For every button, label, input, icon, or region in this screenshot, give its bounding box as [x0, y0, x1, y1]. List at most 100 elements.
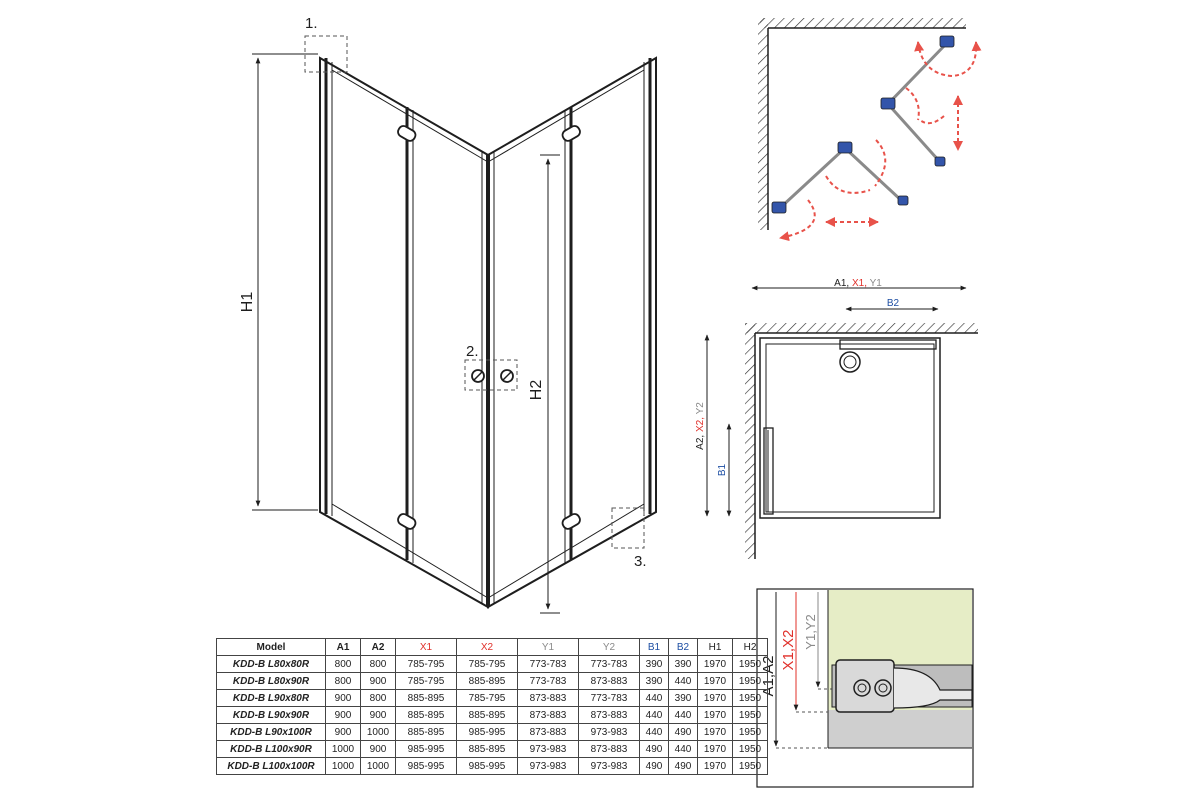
table-cell: 873-883	[578, 740, 640, 758]
callout-1: 1.	[305, 15, 318, 32]
detail-y-label: Y1,Y2	[803, 614, 818, 649]
table-cell: 1970	[697, 706, 733, 724]
model-cell: KDD-B L100x90R	[216, 740, 326, 758]
detail-view: A1,A2 X1,X2 Y1,Y2	[756, 588, 974, 788]
model-cell: KDD-B L80x90R	[216, 672, 326, 690]
header-b1: B1	[639, 638, 669, 656]
a2-label: A2,	[695, 432, 706, 450]
table-cell: 1950	[732, 740, 768, 758]
model-cell: KDD-B L80x80R	[216, 655, 326, 673]
table-cell: 885-895	[456, 706, 518, 724]
a1-label: A1,	[834, 278, 852, 289]
header-a2: A2	[360, 638, 396, 656]
table-cell: 985-995	[456, 723, 518, 741]
table-cell: 490	[668, 723, 698, 741]
tray-outline	[759, 337, 941, 519]
screw-icon	[853, 679, 871, 697]
model-cell: KDD-B L90x100R	[216, 723, 326, 741]
table-cell: 973-983	[578, 723, 640, 741]
table-cell: 973-983	[578, 757, 640, 775]
header-y1: Y1	[517, 638, 579, 656]
table-cell: 1950	[732, 723, 768, 741]
table-cell: 985-995	[395, 740, 457, 758]
hinge-icon	[397, 125, 417, 142]
x1-label: X1,	[852, 278, 870, 289]
table-cell: 1970	[697, 740, 733, 758]
table-cell: 1950	[732, 655, 768, 673]
table-cell: 800	[360, 655, 396, 673]
table-cell: 440	[668, 672, 698, 690]
table-cell: 900	[360, 672, 396, 690]
table-cell: 1970	[697, 655, 733, 673]
header-model: Model	[216, 638, 326, 656]
plan-wall-top	[745, 323, 978, 333]
table-cell: 490	[639, 757, 669, 775]
y2-label: Y2	[695, 402, 706, 415]
folded-door-left	[763, 427, 774, 515]
callout-box-3	[611, 507, 645, 549]
screw-icon	[874, 679, 892, 697]
table-cell: 1000	[325, 757, 361, 775]
table-cell: 873-883	[578, 706, 640, 724]
table-cell: 973-983	[517, 740, 579, 758]
table-cell: 800	[325, 672, 361, 690]
plan-side-label: A2, X2, Y2	[695, 402, 706, 450]
table-cell: 973-983	[517, 757, 579, 775]
header-a1: A1	[325, 638, 361, 656]
table-cell: 390	[639, 672, 669, 690]
spec-table: Model A1 A2 X1 X2 Y1 Y2 B1 B2 H1 H2 KDD-…	[216, 638, 768, 775]
table-cell: 885-895	[395, 706, 457, 724]
header-x1: X1	[395, 638, 457, 656]
b1-label: B1	[717, 463, 728, 476]
hinge-icon	[880, 97, 896, 110]
header-h2: H2	[732, 638, 768, 656]
table-cell: 785-795	[395, 672, 457, 690]
detail-tray-area	[828, 710, 972, 748]
table-cell: 985-995	[456, 757, 518, 775]
table-cell: 1970	[697, 757, 733, 775]
table-cell: 900	[360, 706, 396, 724]
table-cell: 440	[668, 740, 698, 758]
table-cell: 490	[668, 757, 698, 775]
h2-label: H2	[528, 380, 545, 401]
header-y2: Y2	[578, 638, 640, 656]
front-view: 1. 2. 3. H1 H2	[239, 15, 657, 614]
model-cell: KDD-B L100x100R	[216, 757, 326, 775]
table-cell: 785-795	[395, 655, 457, 673]
model-cell: KDD-B L90x90R	[216, 706, 326, 724]
table-cell: 873-883	[517, 706, 579, 724]
detail-x-label: X1,X2	[780, 630, 797, 671]
plan-top-label: A1, X1, Y1	[834, 278, 882, 289]
table-cell: 985-995	[395, 757, 457, 775]
callout-3: 3.	[634, 553, 647, 570]
table-cell: 773-783	[517, 655, 579, 673]
hinge-icon	[561, 125, 581, 142]
table-cell: 390	[668, 689, 698, 707]
table-cell: 390	[639, 655, 669, 673]
table-cell: 1000	[360, 723, 396, 741]
table-cell: 1950	[732, 706, 768, 724]
table-cell: 885-895	[395, 723, 457, 741]
table-cell: 1970	[697, 672, 733, 690]
model-cell: KDD-B L90x80R	[216, 689, 326, 707]
header-h1: H1	[697, 638, 733, 656]
table-cell: 873-883	[517, 689, 579, 707]
table-cell: 900	[325, 723, 361, 741]
table-cell: 800	[360, 689, 396, 707]
table-cell: 873-883	[578, 672, 640, 690]
hinge-icon	[837, 141, 853, 154]
table-cell: 900	[325, 706, 361, 724]
drain-icon	[839, 351, 861, 373]
opening-scheme	[758, 18, 982, 242]
hinge-icon	[771, 201, 787, 214]
table-cell: 440	[639, 723, 669, 741]
table-cell: 800	[325, 655, 361, 673]
header-x2: X2	[456, 638, 518, 656]
callout-box-1	[304, 35, 348, 73]
